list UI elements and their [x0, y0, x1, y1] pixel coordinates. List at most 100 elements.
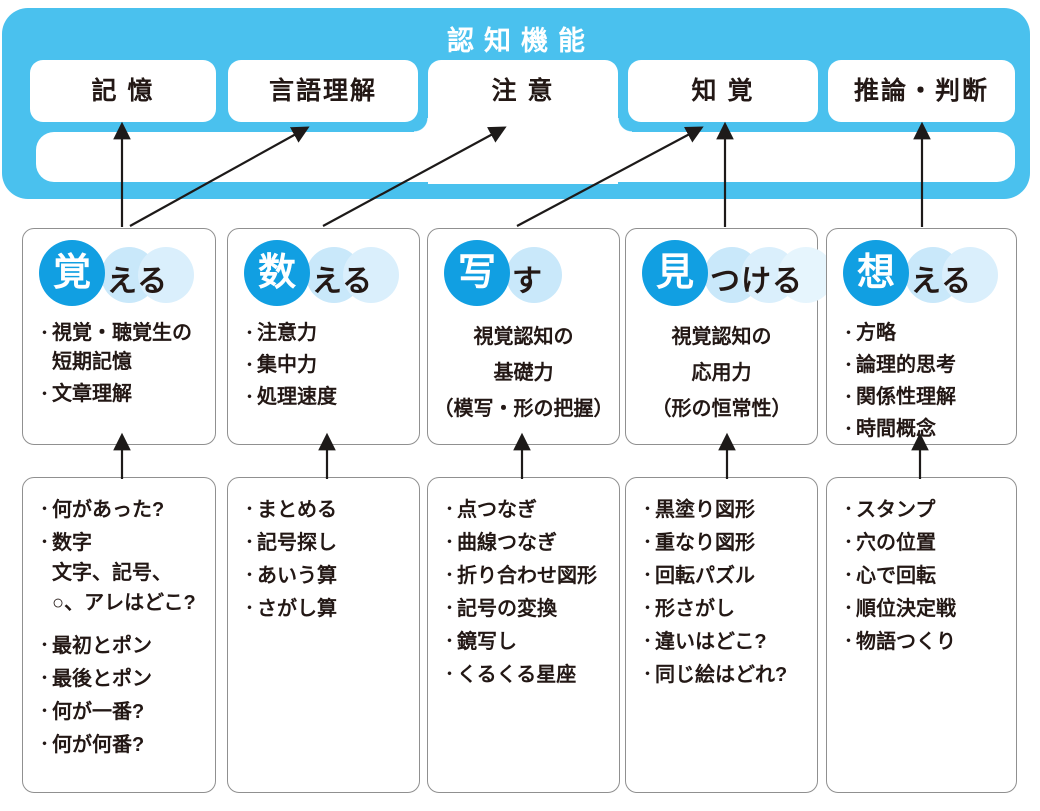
- badge-light-circle: [506, 247, 562, 303]
- activity-text: スタンプ: [856, 499, 936, 521]
- skill-text: 文章理解: [52, 383, 132, 405]
- badge-circle: 想: [843, 240, 909, 306]
- activity-item: ・記号の変換: [441, 594, 615, 624]
- activity-box-remember: ・何があった?・数字 文字、記号、 ○、アレはどこ?・最初とポン・最後とポン・何…: [22, 477, 216, 793]
- activity-text: 形さがし: [655, 598, 735, 620]
- bullet-dot: ・: [441, 599, 458, 618]
- badge-suffix: える: [911, 265, 973, 298]
- activity-text: あいう算: [257, 565, 337, 587]
- skill-text: 集中力: [257, 354, 317, 376]
- bullet-dot: ・: [639, 665, 656, 684]
- badge-circle: 写: [444, 240, 510, 306]
- skill-box-find: 見つける 視覚認知の応用力（形の恒常性）: [625, 228, 834, 445]
- activity-text: くるくる星座: [457, 664, 577, 686]
- activity-box-count: ・まとめる・記号探し・あいう算・さがし算: [227, 477, 420, 793]
- attention-tab-fillet-left: [414, 118, 428, 132]
- skill-text: 方略: [856, 322, 896, 344]
- bullet-dot: ・: [639, 533, 656, 552]
- activity-text: 回転パズル: [655, 565, 755, 587]
- badge-kanji: 覚: [52, 252, 91, 294]
- activity-item: ・記号探し: [241, 528, 415, 558]
- badge-suffix: つける: [710, 265, 803, 298]
- function-box-perception: 知 覚: [628, 60, 818, 122]
- bullet-dot: ・: [36, 735, 53, 754]
- skill-item: ・文章理解: [36, 380, 209, 409]
- activity-item: ・重なり図形: [639, 528, 813, 558]
- activity-text: 記号探し: [257, 532, 337, 554]
- activity-item: ・黒塗り図形: [639, 495, 813, 525]
- activity-item: ・違いはどこ?: [639, 627, 813, 657]
- activity-item: ・数字 文字、記号、 ○、アレはどこ?: [36, 528, 211, 618]
- skill-item: ・注意力: [241, 319, 413, 348]
- badge-light-circle: [942, 247, 998, 303]
- activity-item: ・順位決定戦: [840, 594, 1012, 624]
- bullet-dot: ・: [36, 385, 53, 404]
- bullet-dot: ・: [639, 566, 656, 585]
- activity-text: 記号の変換: [457, 598, 557, 620]
- activity-item: ・形さがし: [639, 594, 813, 624]
- skill-text: 視覚・聴覚生の 短期記憶: [52, 322, 192, 373]
- bullet-dot: ・: [840, 566, 857, 585]
- activities-list: ・まとめる・記号探し・あいう算・さがし算: [241, 495, 415, 627]
- activity-text: 違いはどこ?: [655, 631, 767, 653]
- skill-item: ・処理速度: [241, 383, 413, 412]
- skill-item: ・関係性理解: [840, 383, 1010, 412]
- activity-box-copy: ・点つなぎ・曲線つなぎ・折り合わせ図形・記号の変換・鏡写し・くるくる星座: [427, 477, 620, 793]
- activity-item: ・何が何番?: [36, 730, 211, 760]
- activity-item: ・曲線つなぎ: [441, 528, 615, 558]
- bullet-dot: ・: [639, 599, 656, 618]
- bullet-dot: ・: [241, 324, 258, 343]
- skill-box-count: 数える ・注意力・集中力・処理速度: [227, 228, 420, 445]
- skill-item: ・集中力: [241, 351, 413, 380]
- activity-text: 何が何番?: [52, 734, 145, 756]
- bullet-dot: ・: [36, 533, 53, 552]
- badge-circle: 覚: [39, 240, 105, 306]
- bullet-dot: ・: [36, 669, 53, 688]
- bullet-dot: ・: [241, 566, 258, 585]
- skill-line: 応用力: [691, 362, 752, 384]
- skill-line: 基礎力: [493, 362, 554, 384]
- activity-item: ・まとめる: [241, 495, 415, 525]
- bullet-dot: ・: [441, 533, 458, 552]
- bullet-dot: ・: [441, 632, 458, 651]
- activity-text: 心で回転: [856, 565, 936, 587]
- badge-light-circle: [778, 247, 834, 303]
- badge-copy: 写す: [428, 229, 619, 315]
- skill-item: ・方略: [840, 319, 1010, 348]
- activity-item: ・物語つくり: [840, 627, 1012, 657]
- banner-title: 認知機能: [447, 26, 595, 56]
- bullet-dot: ・: [241, 356, 258, 375]
- activity-item: ・最後とポン: [36, 664, 211, 694]
- bullet-dot: ・: [840, 324, 857, 343]
- activity-text: 点つなぎ: [457, 499, 537, 521]
- bullet-dot: ・: [840, 420, 857, 439]
- badge-remember: 覚える: [23, 229, 215, 315]
- badge-kanji: 写: [457, 252, 496, 294]
- activity-item: ・何が一番?: [36, 697, 211, 727]
- bullet-dot: ・: [441, 566, 458, 585]
- bullet-dot: ・: [639, 500, 656, 519]
- activity-box-imagine: ・スタンプ・穴の位置・心で回転・順位決定戦・物語つくり: [826, 477, 1017, 793]
- badge-kanji: 想: [856, 252, 895, 294]
- skill-text: 論理的思考: [856, 354, 956, 376]
- function-box-reasoning-judgment: 推論・判断: [828, 60, 1015, 122]
- skill-item: ・視覚・聴覚生の 短期記憶: [36, 319, 209, 377]
- skill-line: 視覚認知の: [671, 326, 772, 348]
- activity-item: ・鏡写し: [441, 627, 615, 657]
- function-label: 言語理解: [268, 77, 377, 105]
- bullet-dot: ・: [241, 599, 258, 618]
- bullet-dot: ・: [441, 500, 458, 519]
- skills-list: ・視覚・聴覚生の 短期記憶・文章理解: [36, 319, 209, 412]
- bullet-dot: ・: [840, 599, 857, 618]
- activity-text: 最初とポン: [52, 635, 152, 657]
- badge-suffix: える: [107, 265, 169, 298]
- activity-text: 折り合わせ図形: [457, 565, 597, 587]
- skill-box-remember: 覚える ・視覚・聴覚生の 短期記憶・文章理解: [22, 228, 216, 445]
- function-box-memory: 記 憶: [30, 60, 216, 122]
- skill-item: ・時間概念: [840, 415, 1010, 444]
- activity-item: ・点つなぎ: [441, 495, 615, 525]
- badge-kanji: 数: [257, 252, 296, 294]
- activity-text: 穴の位置: [856, 532, 936, 554]
- skill-line: 視覚認知の: [473, 326, 574, 348]
